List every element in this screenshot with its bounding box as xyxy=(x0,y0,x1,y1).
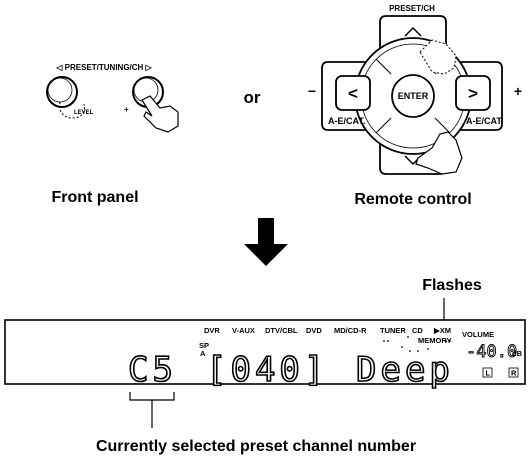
preset-tuning-label: ◁ PRESET/TUNING/CH ▷ xyxy=(55,63,152,72)
right-arrow-icon: > xyxy=(468,84,478,103)
level-label: LEVEL xyxy=(74,110,94,116)
hand-pointer-icon xyxy=(415,131,463,175)
memory-label: MEMORY xyxy=(418,336,451,345)
front-plus-label: + xyxy=(124,105,129,114)
svg-text:R: R xyxy=(511,369,517,378)
db-label: dB xyxy=(512,349,523,358)
indicator-tuner: TUNER xyxy=(380,326,406,335)
remote-control-group: PRESET/CH ENTER < > A-E/CAT. A-E/CAT. − … xyxy=(308,4,522,208)
indicator-cd: CD xyxy=(412,326,423,335)
flashes-label: Flashes xyxy=(422,277,482,294)
indicator-dvd: DVD xyxy=(306,326,322,335)
preset-ch-label: PRESET/CH xyxy=(389,4,435,13)
up-arrow-icon[interactable] xyxy=(404,26,422,37)
left-channel-indicator: L xyxy=(482,367,493,378)
station-name-readout: Deep xyxy=(356,350,454,390)
hand-dashed-icon xyxy=(419,39,457,75)
right-button[interactable]: > xyxy=(455,75,491,111)
front-panel-caption: Front panel xyxy=(51,189,138,206)
hand-pointer-icon xyxy=(141,95,179,133)
preset-bracket xyxy=(129,392,175,428)
indicator-v-aux: V-AUX xyxy=(232,326,255,335)
left-category-label: A-E/CAT. xyxy=(328,116,365,126)
down-arrow-big-icon xyxy=(244,218,288,266)
right-category-label: A-E/CAT. xyxy=(466,116,503,126)
category-number-readout: [040] xyxy=(206,350,328,390)
plus-label: + xyxy=(514,83,522,99)
minus-label: − xyxy=(308,83,316,99)
enter-button[interactable] xyxy=(391,74,435,118)
or-label: or xyxy=(244,88,261,107)
left-knob[interactable] xyxy=(46,76,78,108)
memory-dots xyxy=(383,336,451,352)
fl-display: DVR V-AUX DTV/CBL DVD MD/CD-R TUNER CD ▶… xyxy=(4,319,526,391)
left-arrow-icon: < xyxy=(348,84,358,103)
bottom-caption: Currently selected preset channel number xyxy=(96,438,416,455)
remote-caption: Remote control xyxy=(354,191,471,208)
indicator-md-cd-r: MD/CD-R xyxy=(334,326,367,335)
sp-label: SP xyxy=(199,341,209,350)
preset-channel-readout: C5 xyxy=(128,350,177,390)
left-button[interactable]: < xyxy=(335,75,371,111)
right-channel-indicator: R xyxy=(508,367,519,378)
front-panel-group: ◁ PRESET/TUNING/CH ▷ LEVEL + Front panel xyxy=(46,63,179,206)
svg-text:L: L xyxy=(486,369,491,378)
enter-label: ENTER xyxy=(398,91,429,101)
indicator-dtv-cbl: DTV/CBL xyxy=(265,326,298,335)
sp-a-label: A xyxy=(200,349,206,358)
indicator-xm: ▶XM xyxy=(433,326,451,335)
volume-label: VOLUME xyxy=(462,330,494,339)
indicator-dvr: DVR xyxy=(204,326,220,335)
volume-value: -40.0 xyxy=(466,342,517,362)
